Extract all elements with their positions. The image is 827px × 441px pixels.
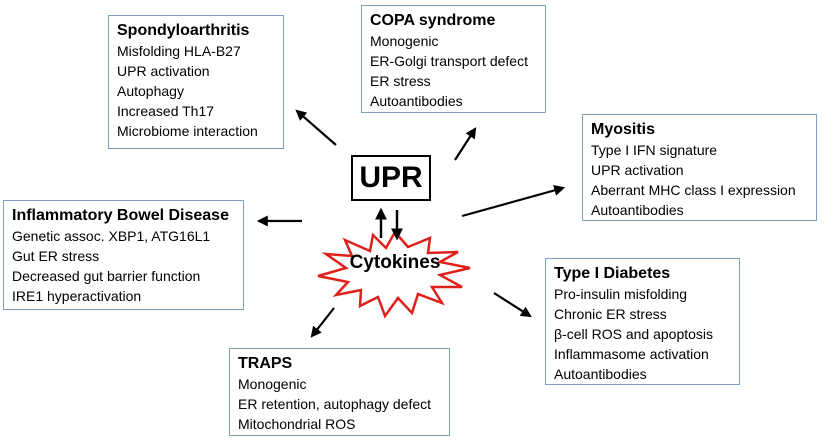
box-item: Increased Th17 <box>117 103 215 119</box>
box-item: Aberrant MHC class I expression <box>591 182 796 198</box>
box-item: Type I IFN signature <box>591 142 718 158</box>
box-item: Mitochondrial ROS <box>238 416 356 432</box>
box-item: Misfolding HLA-B27 <box>117 43 241 59</box>
box-item: Inflammasome activation <box>554 346 709 362</box>
box-item: Microbiome interaction <box>117 123 258 139</box>
upr-label: UPR <box>359 161 423 194</box>
box-item: UPR activation <box>117 63 210 79</box>
box-title: TRAPS <box>238 355 293 372</box>
arrow-to-copa <box>454 127 477 161</box>
arrow-to-spondyloarthritis <box>295 109 337 146</box>
box-item: Genetic assoc. XBP1, ATG16L1 <box>12 228 211 244</box>
box-item: Chronic ER stress <box>554 306 667 322</box>
box-title: Spondyloarthritis <box>117 22 250 39</box>
cytokines-label: Cytokines <box>349 252 441 273</box>
box-item: Autophagy <box>117 83 184 99</box>
box-title: Inflammatory Bowel Disease <box>12 207 229 224</box>
box-title: Type I Diabetes <box>554 265 671 282</box>
copa-syndrome-box: COPA syndrome Monogenic ER-Golgi transpo… <box>361 5 546 113</box>
box-item: Autoantibodies <box>370 93 463 109</box>
box-item: Gut ER stress <box>12 248 100 264</box>
cytokines-starburst <box>317 229 471 319</box>
box-item: ER stress <box>370 73 431 89</box>
box-item: Autoantibodies <box>554 366 647 382</box>
box-item: Pro-insulin misfolding <box>554 286 688 302</box>
box-item: ER-Golgi transport defect <box>370 53 528 69</box>
arrow-to-diabetes <box>493 292 532 318</box>
box-item: UPR activation <box>591 162 684 178</box>
box-item: ER retention, autophagy defect <box>238 396 432 412</box>
spondyloarthritis-box: Spondyloarthritis Misfolding HLA-B27 UPR… <box>108 15 284 149</box>
box-item: Decreased gut barrier function <box>12 268 201 284</box>
traps-box: TRAPS Monogenic ER retention, autophagy … <box>229 348 450 436</box>
myositis-box: Myositis Type I IFN signature UPR activa… <box>582 114 817 221</box>
box-title: COPA syndrome <box>370 12 496 29</box>
box-item: Monogenic <box>238 376 307 392</box>
box-item: IRE1 hyperactivation <box>12 288 142 304</box>
arrow-to-traps <box>310 307 335 338</box>
upr-box: UPR <box>351 155 431 201</box>
box-item: Autoantibodies <box>591 202 684 218</box>
box-title: Myositis <box>591 121 656 138</box>
inflammatory-bowel-disease-box: Inflammatory Bowel Disease Genetic assoc… <box>3 200 244 310</box>
box-item: β-cell ROS and apoptosis <box>554 326 714 342</box>
type-1-diabetes-box: Type I Diabetes Pro-insulin misfolding C… <box>545 258 740 385</box>
box-item: Monogenic <box>370 33 439 49</box>
arrow-to-myositis <box>461 185 566 218</box>
